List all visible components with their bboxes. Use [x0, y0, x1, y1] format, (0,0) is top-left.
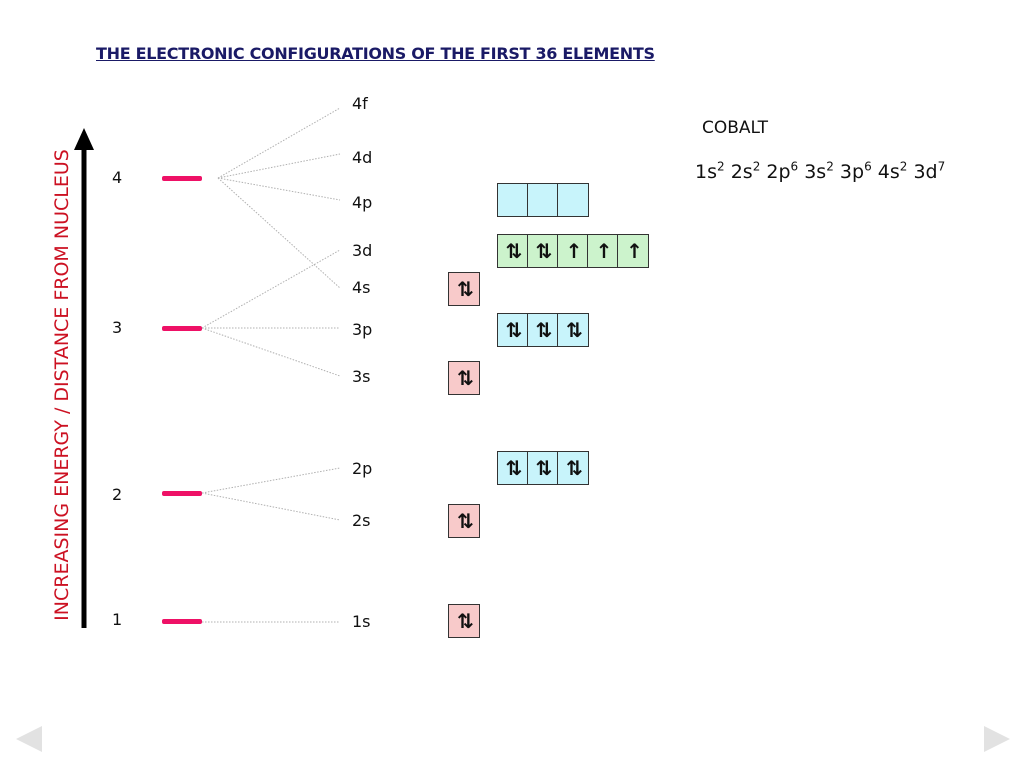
shell-label-1: 1	[112, 610, 123, 629]
shell-bar-2	[162, 491, 202, 496]
connector-4p	[217, 177, 341, 201]
connector-lines	[201, 107, 341, 623]
connector-4f	[217, 107, 341, 179]
config-term: 4s2	[877, 160, 908, 184]
orbital-cell: ⇅	[528, 235, 558, 267]
orbital-box-4p	[497, 183, 589, 217]
config-term: 2p6	[766, 160, 799, 184]
orbital-cell: ⇅	[457, 609, 474, 633]
shell-label-2: 2	[112, 485, 123, 504]
subshell-label-4d: 4d	[352, 148, 373, 167]
orbital-cell: ↑	[626, 239, 643, 263]
orbital-box-2p: ⇅ ⇅ ⇅	[497, 451, 589, 485]
orbital-cell: ⇅	[457, 366, 474, 390]
orbital-cell: ↑	[588, 235, 618, 267]
orbital-cell: ⇅	[566, 318, 583, 342]
subshell-label-4f: 4f	[352, 94, 368, 113]
shell-bar-3	[162, 326, 202, 331]
connector-2s	[201, 492, 341, 521]
orbital-box-4s: ⇅	[448, 272, 480, 306]
orbital-cell: ⇅	[528, 452, 558, 484]
config-term: 3p6	[839, 160, 872, 184]
connector-3d	[201, 249, 341, 329]
orbital-cell	[558, 184, 588, 216]
element-name: COBALT	[702, 118, 769, 138]
subshell-label-4s: 4s	[352, 278, 371, 297]
connector-4s	[217, 177, 341, 289]
page-title: THE ELECTRONIC CONFIGURATIONS OF THE FIR…	[96, 44, 655, 63]
energy-axis-label: INCREASING ENERGY / DISTANCE FROM NUCLEU…	[51, 149, 73, 621]
shell-label-4: 4	[112, 168, 123, 187]
orbital-cell: ⇅	[528, 314, 558, 346]
orbital-cell: ⇅	[566, 456, 583, 480]
orbital-cell: ⇅	[498, 235, 528, 267]
shell-bar-4	[162, 176, 202, 181]
previous-slide-icon[interactable]	[16, 726, 42, 752]
next-slide-icon[interactable]	[984, 726, 1010, 752]
config-term: 3s2	[804, 160, 834, 184]
connector-4d	[217, 153, 341, 179]
connector-2p	[201, 467, 341, 494]
subshell-label-4p: 4p	[352, 193, 373, 212]
subshell-label-3s: 3s	[352, 367, 371, 386]
shell-label-3: 3	[112, 318, 123, 337]
orbital-box-3s: ⇅	[448, 361, 480, 395]
orbital-cell	[528, 184, 558, 216]
subshell-label-2s: 2s	[352, 511, 371, 530]
orbital-cell: ⇅	[498, 452, 528, 484]
config-term: 1s2	[695, 160, 725, 184]
electron-configuration: 1s2 2s2 2p6 3s2 3p6 4s2 3d7	[695, 160, 945, 183]
orbital-cell: ⇅	[498, 314, 528, 346]
subshell-label-2p: 2p	[352, 459, 373, 478]
config-term: 3d7	[913, 160, 946, 184]
orbital-box-3d: ⇅ ⇅ ↑ ↑ ↑	[497, 234, 649, 268]
subshell-label-3p: 3p	[352, 320, 373, 339]
orbital-cell: ⇅	[457, 509, 474, 533]
config-term: 2s2	[730, 160, 761, 184]
energy-axis-arrowhead	[74, 128, 94, 150]
orbital-box-2s: ⇅	[448, 504, 480, 538]
orbital-box-1s: ⇅	[448, 604, 480, 638]
shell-bar-1	[162, 619, 202, 624]
subshell-label-3d: 3d	[352, 241, 373, 260]
subshell-label-1s: 1s	[352, 612, 371, 631]
orbital-cell	[498, 184, 528, 216]
orbital-cell: ⇅	[457, 277, 474, 301]
orbital-cell: ↑	[558, 235, 588, 267]
connector-3s	[201, 327, 341, 377]
orbital-box-3p: ⇅ ⇅ ⇅	[497, 313, 589, 347]
